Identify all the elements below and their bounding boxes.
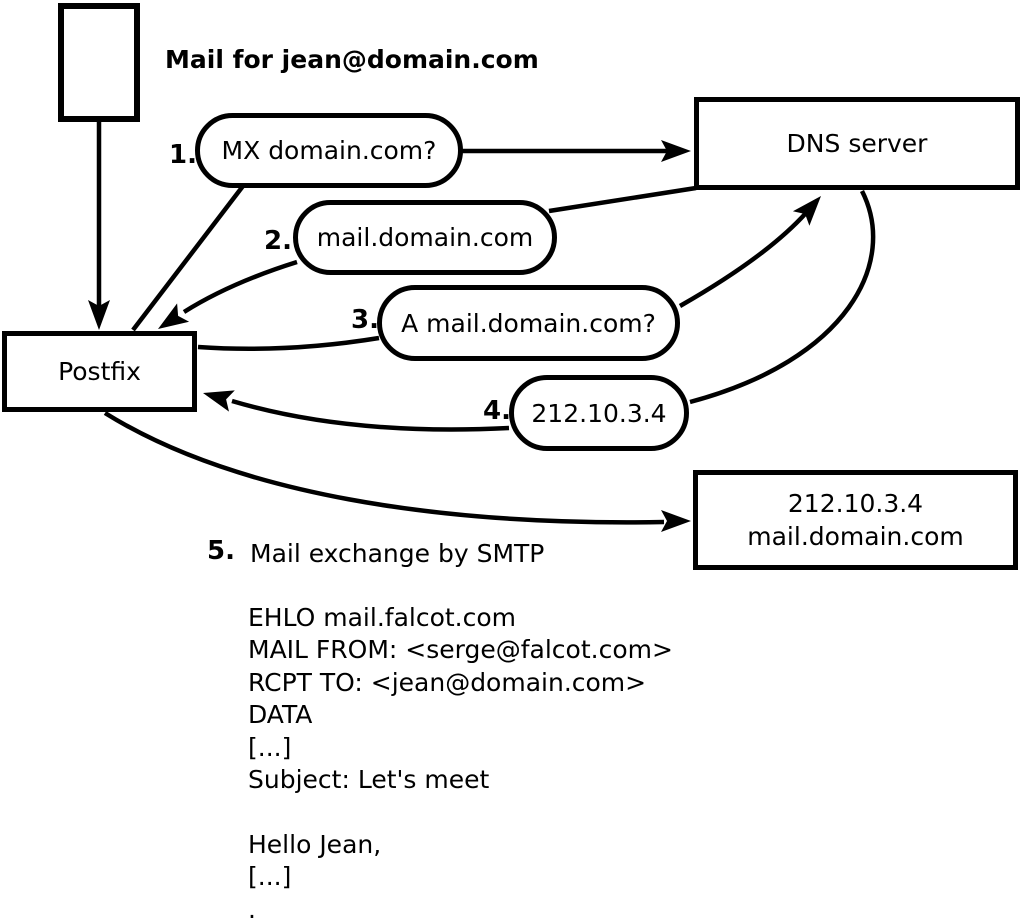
line-dns-to-step2 (548, 185, 697, 214)
step-1-number: 1. (169, 140, 197, 170)
step-5-number: 5. (207, 536, 235, 566)
step-2-number: 2. (264, 226, 292, 256)
step-4-number: 4. (483, 396, 511, 426)
step-1-query-pill: MX domain.com? (195, 113, 463, 188)
step-3-number: 3. (351, 305, 379, 335)
arrowhead-into-mailserver-left (661, 510, 691, 532)
line-step3-to-dns (678, 211, 808, 308)
mail-server-hostname: mail.domain.com (747, 522, 964, 551)
smtp-session-text: EHLO mail.falcot.com MAIL FROM: <serge@f… (248, 603, 673, 919)
step-1-label: MX domain.com? (221, 136, 437, 165)
step-2-label: mail.domain.com (316, 223, 534, 252)
postfix-label: Postfix (58, 357, 141, 386)
dns-server-node: DNS server (694, 97, 1020, 190)
line-postfix-to-step1 (131, 184, 245, 332)
arrowhead-into-postfix-top-right (158, 303, 190, 329)
step-2-response-pill: mail.domain.com (293, 200, 557, 275)
envelope-node (58, 3, 140, 122)
step-5-label: Mail exchange by SMTP (250, 539, 545, 568)
line-step2-to-postfix (182, 259, 298, 314)
step-4-label: 212.10.3.4 (531, 398, 667, 428)
arrowhead-into-dns-bottom (792, 196, 821, 226)
line-dns-to-step4 (689, 189, 876, 405)
mail-for-label: Mail for jean@domain.com (165, 45, 539, 74)
postfix-node: Postfix (2, 331, 197, 412)
arrowhead-into-postfix-right (203, 390, 235, 412)
line-postfix-to-mailserver (103, 411, 665, 525)
line-step4-to-postfix (231, 398, 510, 432)
step-3-label: A mail.domain.com? (401, 308, 656, 338)
mail-server-ip: 212.10.3.4 (787, 489, 924, 518)
arrowhead-into-postfix-top (88, 300, 110, 330)
dns-server-label: DNS server (786, 129, 928, 158)
line-postfix-to-step3 (197, 335, 380, 352)
step-3-query-pill: A mail.domain.com? (377, 285, 680, 361)
mail-server-node: 212.10.3.4 mail.domain.com (693, 470, 1018, 570)
arrowhead-into-dns-left (661, 140, 691, 162)
step-4-response-pill: 212.10.3.4 (509, 375, 689, 451)
